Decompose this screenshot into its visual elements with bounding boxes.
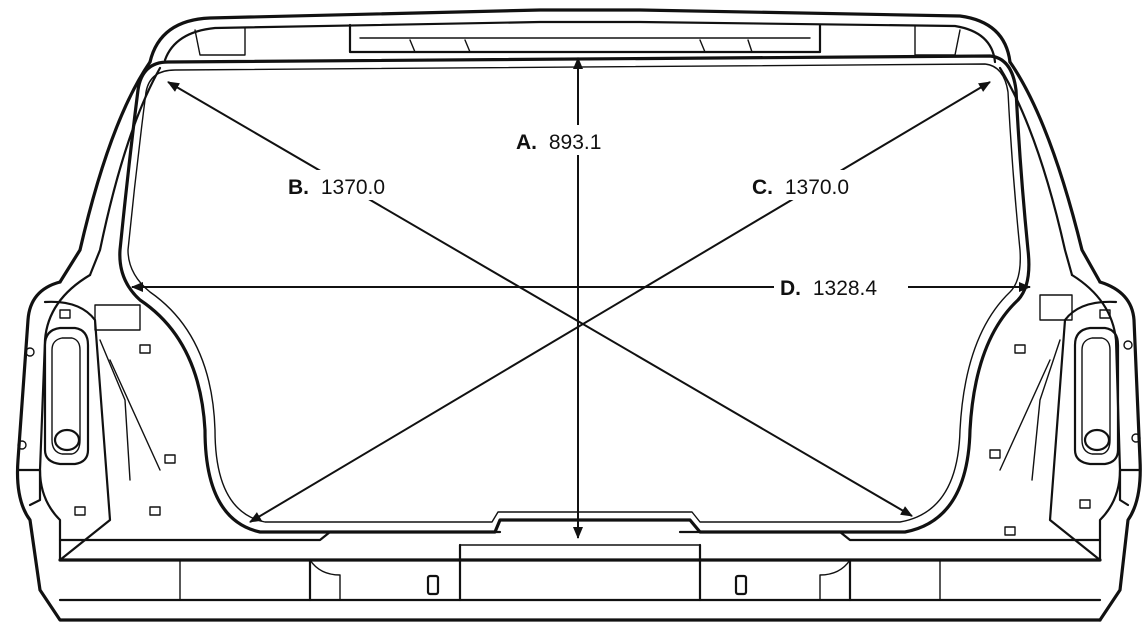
dimension-label-c: C. 1370.0: [752, 176, 849, 199]
dimension-label-d: D. 1328.4: [780, 277, 877, 300]
dimension-label-a: A. 893.1: [516, 131, 601, 154]
dimension-labels: A. 893.1 B. 1370.0 C. 1370.0 D. 1328.4: [284, 125, 908, 302]
dimension-label-b: B. 1370.0: [288, 176, 385, 199]
dimension-line-c: [249, 81, 991, 523]
